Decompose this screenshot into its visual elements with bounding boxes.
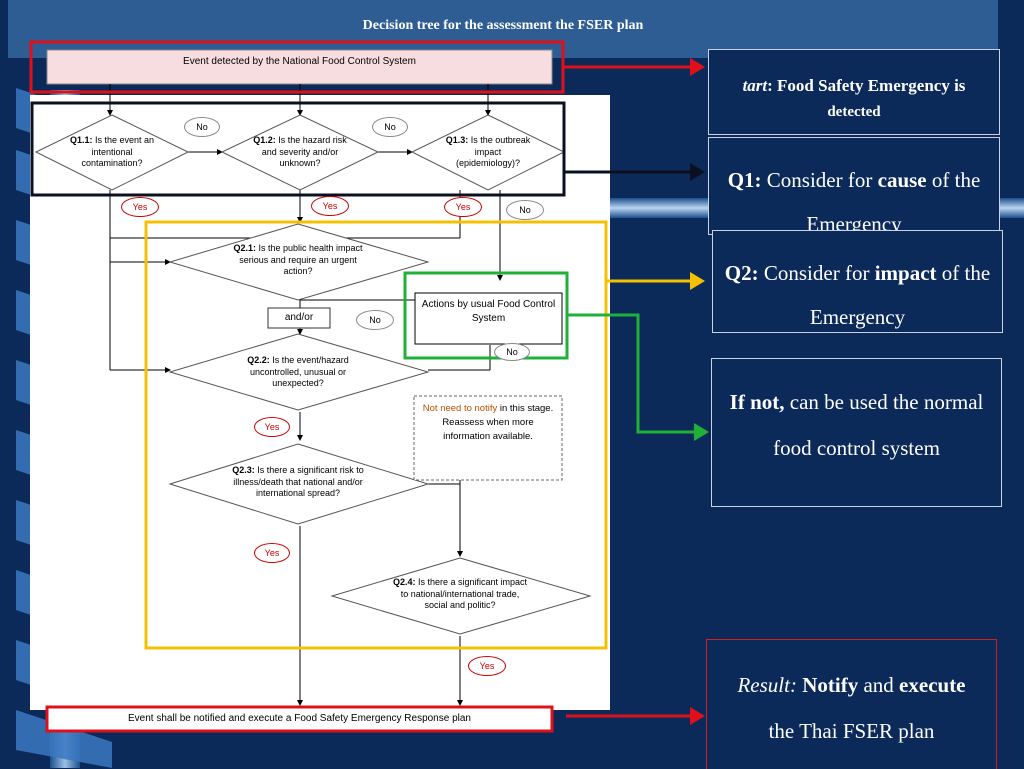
q2-2-diamond	[168, 333, 430, 411]
start-panel: tart: Food Safety Emergency is detected	[708, 49, 1000, 135]
q1-highlight-frame	[30, 101, 566, 197]
notice-box	[413, 395, 563, 481]
title-band	[8, 0, 998, 58]
yes-pill: Yes	[254, 417, 290, 437]
yes-pill: Yes	[311, 196, 349, 216]
q1-2-question: Is the hazard risk and severity and/or u…	[261, 135, 347, 168]
q1-panel-pre: Consider for	[761, 168, 878, 192]
result-panel-text: Result: Notify and execute the Thai FSER…	[707, 640, 996, 754]
start-panel-bold: : Food Safety Emergency is	[767, 76, 966, 95]
ifnot-panel-text: If not, can be used the normal food cont…	[712, 359, 1001, 471]
notice-box-text: Not need to notify in this stage. Reasse…	[418, 402, 558, 444]
q2-3-question: Is there a significant risk to illness/d…	[233, 465, 364, 498]
q2-4-label: Q2.4:	[392, 577, 416, 587]
q2-2-label: Q2.2:	[247, 355, 270, 365]
q1-panel-label: Q1:	[727, 168, 762, 192]
q1-3-text: Q1.3: Is the outbreak impact (epidemiolo…	[444, 135, 532, 170]
no-pill: No	[506, 200, 544, 220]
q1-1-diamond	[34, 114, 190, 191]
q1-1-label: Q1.1:	[69, 135, 93, 145]
q1-panel: Q1: Consider for cause of the Emergency	[708, 137, 1000, 235]
q2-4-text: Q2.4: Is there a significant impact to n…	[388, 577, 532, 612]
result-panel-bold1: Notify	[802, 673, 859, 697]
result-panel: Result: Notify and execute the Thai FSER…	[706, 639, 997, 769]
q1-3-question: Is the outbreak impact (epidemiology)?	[455, 135, 531, 168]
notice-highlight: Not need to notify	[422, 403, 498, 414]
yes-pill: Yes	[468, 656, 506, 676]
end-box-label: Event shall be notified and execute a Fo…	[128, 713, 471, 724]
start-panel-line2: detected	[827, 104, 881, 120]
q1-2-text: Q1.2: Is the hazard risk and severity an…	[252, 135, 348, 170]
q2-1-label: Q2.1:	[233, 243, 256, 253]
yes-pill: Yes	[444, 197, 482, 217]
result-panel-mid: and	[858, 673, 900, 697]
actions-box-label: Actions by usual Food Control System	[421, 299, 556, 324]
q1-2-label: Q1.2:	[253, 135, 276, 145]
q1-panel-bold: cause	[877, 168, 927, 192]
q2-panel-bold: impact	[874, 261, 937, 285]
end-box	[45, 705, 554, 733]
q2-4-question: Is there a significant impact to nationa…	[400, 577, 528, 610]
start-box	[46, 49, 553, 85]
yes-pill: Yes	[121, 197, 159, 217]
q2-1-diamond	[168, 223, 430, 301]
ifnot-panel-rest: can be used the normal food control syst…	[773, 390, 984, 460]
q2-2-text: Q2.2: Is the event/hazard uncontrolled, …	[226, 355, 370, 390]
no-pill: No	[494, 343, 530, 361]
ifnot-panel-bold: If not,	[729, 390, 785, 414]
q2-1-question: Is the public health impact serious and …	[239, 243, 363, 276]
q2-panel-text: Q2: Consider for impact of the Emergency	[713, 231, 1002, 332]
q2-highlight-frame	[144, 220, 608, 650]
q2-panel: Q2: Consider for impact of the Emergency	[712, 230, 1003, 333]
ifnot-panel: If not, can be used the normal food cont…	[711, 358, 1002, 507]
start-panel-italic: tart	[742, 76, 768, 95]
q2-2-question: Is the event/hazard uncontrolled, unusua…	[249, 355, 349, 388]
q1-1-question: Is the event an intentional contaminatio…	[81, 135, 155, 168]
q1-1-text: Q1.1: Is the event an intentional contam…	[62, 135, 162, 170]
result-panel-italic: Result:	[737, 673, 797, 697]
q2-panel-label: Q2:	[724, 261, 759, 285]
q1-2-diamond	[220, 114, 380, 191]
q1-3-diamond	[410, 114, 566, 191]
q1-3-label: Q1.3:	[445, 135, 469, 145]
q1-panel-post: of the Emergency	[806, 168, 981, 235]
result-panel-rest: the Thai FSER plan	[768, 719, 935, 743]
start-box-label: Event detected by the National Food Cont…	[183, 56, 416, 67]
start-panel-line1: tart: Food Safety Emergency is	[709, 76, 999, 96]
q1-panel-text: Q1: Consider for cause of the Emergency	[709, 138, 999, 235]
q2-3-diamond	[168, 443, 430, 525]
q2-panel-post: of the Emergency	[809, 261, 991, 329]
q2-3-label: Q2.3:	[232, 465, 255, 475]
q2-4-diamond	[330, 557, 592, 635]
arrow-to-ifnot-panel	[567, 313, 709, 441]
q2-panel-pre: Consider for	[758, 261, 875, 285]
result-panel-bold2: execute	[899, 673, 966, 697]
no-pill: No	[184, 117, 220, 137]
notice-rest: in this stage. Reassess when more inform…	[442, 403, 554, 442]
yes-pill: Yes	[254, 543, 290, 563]
andor-box	[267, 307, 331, 329]
no-pill: No	[356, 310, 394, 330]
q2-3-text: Q2.3: Is there a significant risk to ill…	[222, 465, 374, 500]
andor-box-label: and/or	[284, 312, 314, 323]
no-pill: No	[372, 117, 408, 137]
page-title: Decision tree for the assessment the FSE…	[362, 18, 644, 33]
q2-1-text: Q2.1: Is the public health impact seriou…	[226, 243, 370, 278]
actions-box	[414, 292, 563, 345]
